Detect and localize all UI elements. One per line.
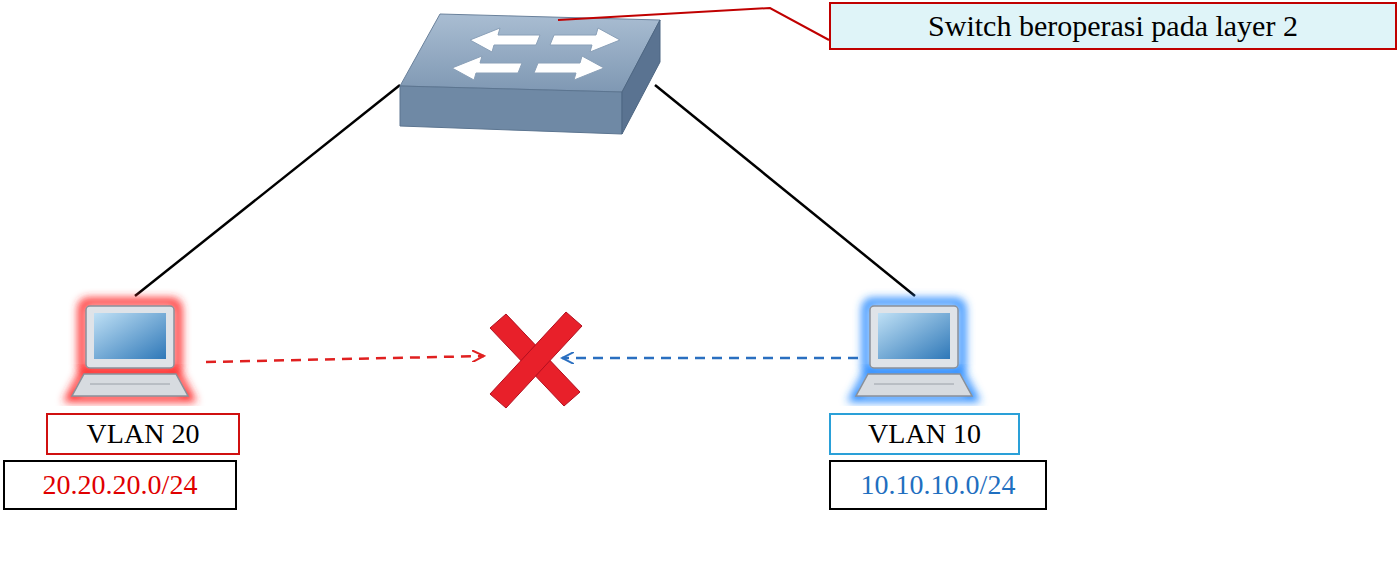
node-text: VLAN 10 xyxy=(868,418,981,450)
link-line xyxy=(135,85,400,296)
computer-icon xyxy=(70,302,190,398)
vlan-label: VLAN 20 xyxy=(46,413,240,455)
computer-icon xyxy=(854,302,974,398)
dashed-arrow xyxy=(562,357,858,360)
switch-icon xyxy=(400,14,660,134)
node-text: 20.20.20.0/24 xyxy=(43,469,198,501)
vlan-label: VLAN 10 xyxy=(829,413,1020,455)
dashed-arrow xyxy=(206,356,484,362)
node-text: VLAN 20 xyxy=(87,418,200,450)
leader-line xyxy=(558,8,829,40)
blocked-cross xyxy=(490,312,582,408)
subnet-label: 20.20.20.0/24 xyxy=(3,460,237,510)
node-text: 10.10.10.0/24 xyxy=(861,469,1016,501)
link-line xyxy=(655,85,915,296)
subnet-label: 10.10.10.0/24 xyxy=(829,460,1047,510)
callout-box: Switch beroperasi pada layer 2 xyxy=(829,2,1397,50)
node-text: Switch beroperasi pada layer 2 xyxy=(928,9,1298,44)
